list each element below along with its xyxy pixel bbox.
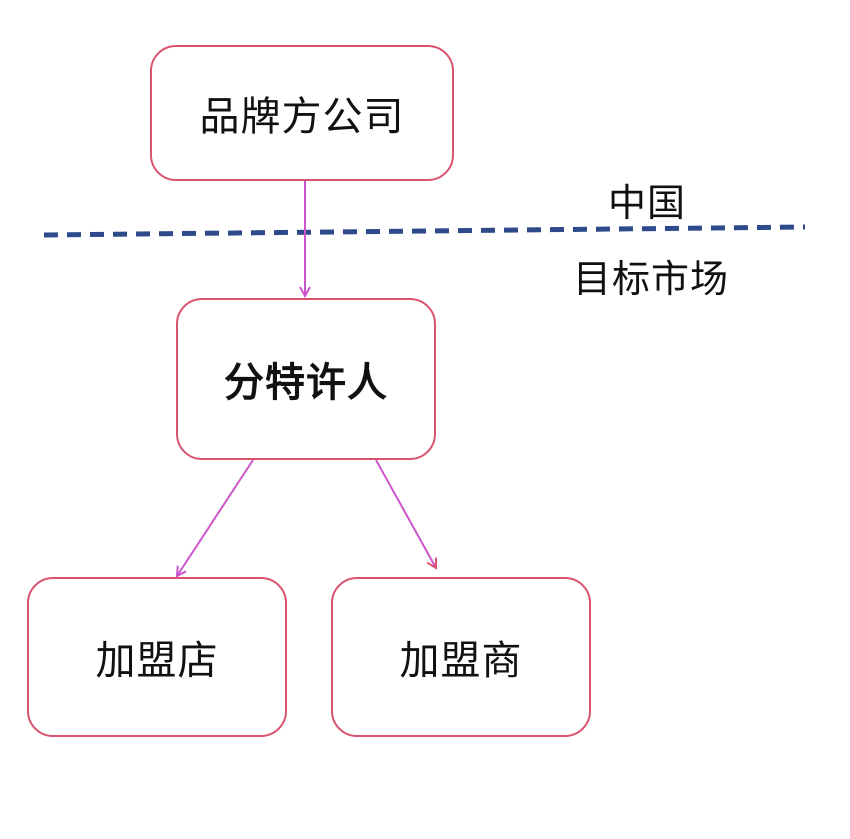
node-franchisee-label: 加盟商 (399, 638, 523, 684)
region-divider-dashed-line (43, 224, 806, 238)
arrow-subfranchisor-to-franchisee (375, 459, 436, 568)
region-label-upper: 中国 (608, 181, 687, 225)
node-brand-company: 品牌方公司 (150, 45, 454, 181)
node-franchise-store: 加盟店 (27, 577, 287, 737)
node-franchise-store-label: 加盟店 (95, 638, 219, 684)
arrow-subfranchisor-to-store (177, 459, 254, 576)
region-label-lower: 目标市场 (573, 257, 730, 301)
node-sub-franchisor-label: 分特许人 (224, 360, 388, 406)
node-brand-company-label: 品牌方公司 (199, 94, 405, 140)
node-franchisee: 加盟商 (331, 577, 591, 737)
node-sub-franchisor: 分特许人 (176, 298, 436, 460)
